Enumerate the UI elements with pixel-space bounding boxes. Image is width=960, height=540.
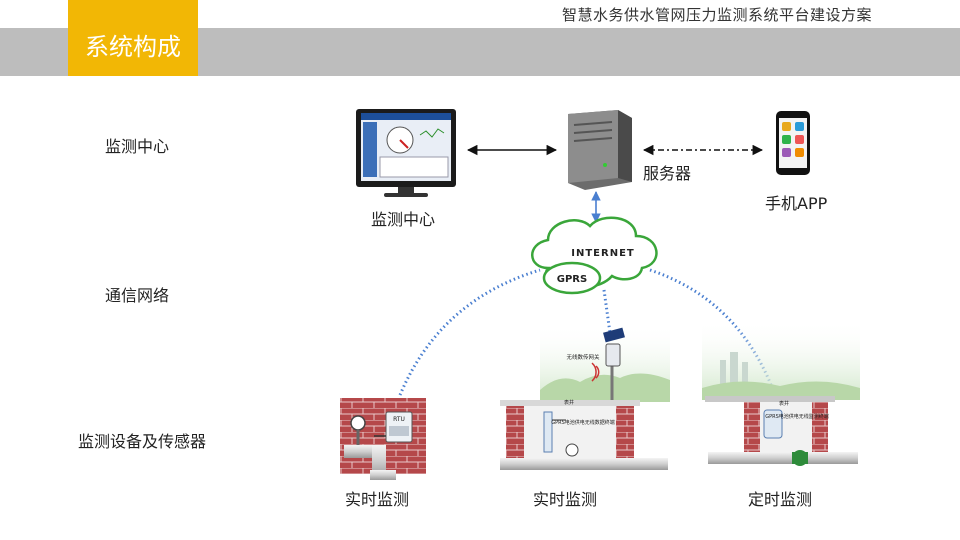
signal-arc-left xyxy=(398,268,541,396)
cloud-gprs-label: GPRS xyxy=(557,274,587,285)
device-3-terminal-label: GPRS电池供电无线监测终端 xyxy=(765,413,829,420)
server-icon xyxy=(568,110,632,190)
monitor-icon xyxy=(356,109,456,197)
gateway-label: 无线数传网关 xyxy=(566,353,600,361)
pit-top-label-2: 表井 xyxy=(564,399,574,406)
phone-icon xyxy=(776,111,810,175)
row-label-center: 监测中心 xyxy=(105,137,170,156)
row-label-network: 通信网络 xyxy=(105,286,170,305)
caption-device-1: 实时监测 xyxy=(345,490,410,509)
device-1-rtu xyxy=(340,398,426,480)
device-2-pit xyxy=(500,324,670,470)
cloud-internet-label: INTERNET xyxy=(571,248,634,259)
document-title: 智慧水务供水管网压力监测系统平台建设方案 xyxy=(561,6,872,24)
caption-mobile-app: 手机APP xyxy=(765,194,828,213)
rtu-label: RTU xyxy=(393,416,405,423)
row-label-devices: 监测设备及传感器 xyxy=(78,432,207,451)
cloud-icon xyxy=(531,216,658,295)
caption-device-3: 定时监测 xyxy=(748,490,813,509)
caption-device-2: 实时监测 xyxy=(533,490,598,509)
section-tab: 系统构成 xyxy=(68,0,198,76)
device-2-terminal-label: GPRS电池供电无线数据终端 xyxy=(551,419,615,426)
device-3-pit xyxy=(702,320,860,466)
caption-server: 服务器 xyxy=(643,164,692,183)
section-title: 系统构成 xyxy=(85,33,181,61)
caption-monitor-center: 监测中心 xyxy=(371,210,436,229)
pit-top-label-3: 表井 xyxy=(779,400,789,407)
